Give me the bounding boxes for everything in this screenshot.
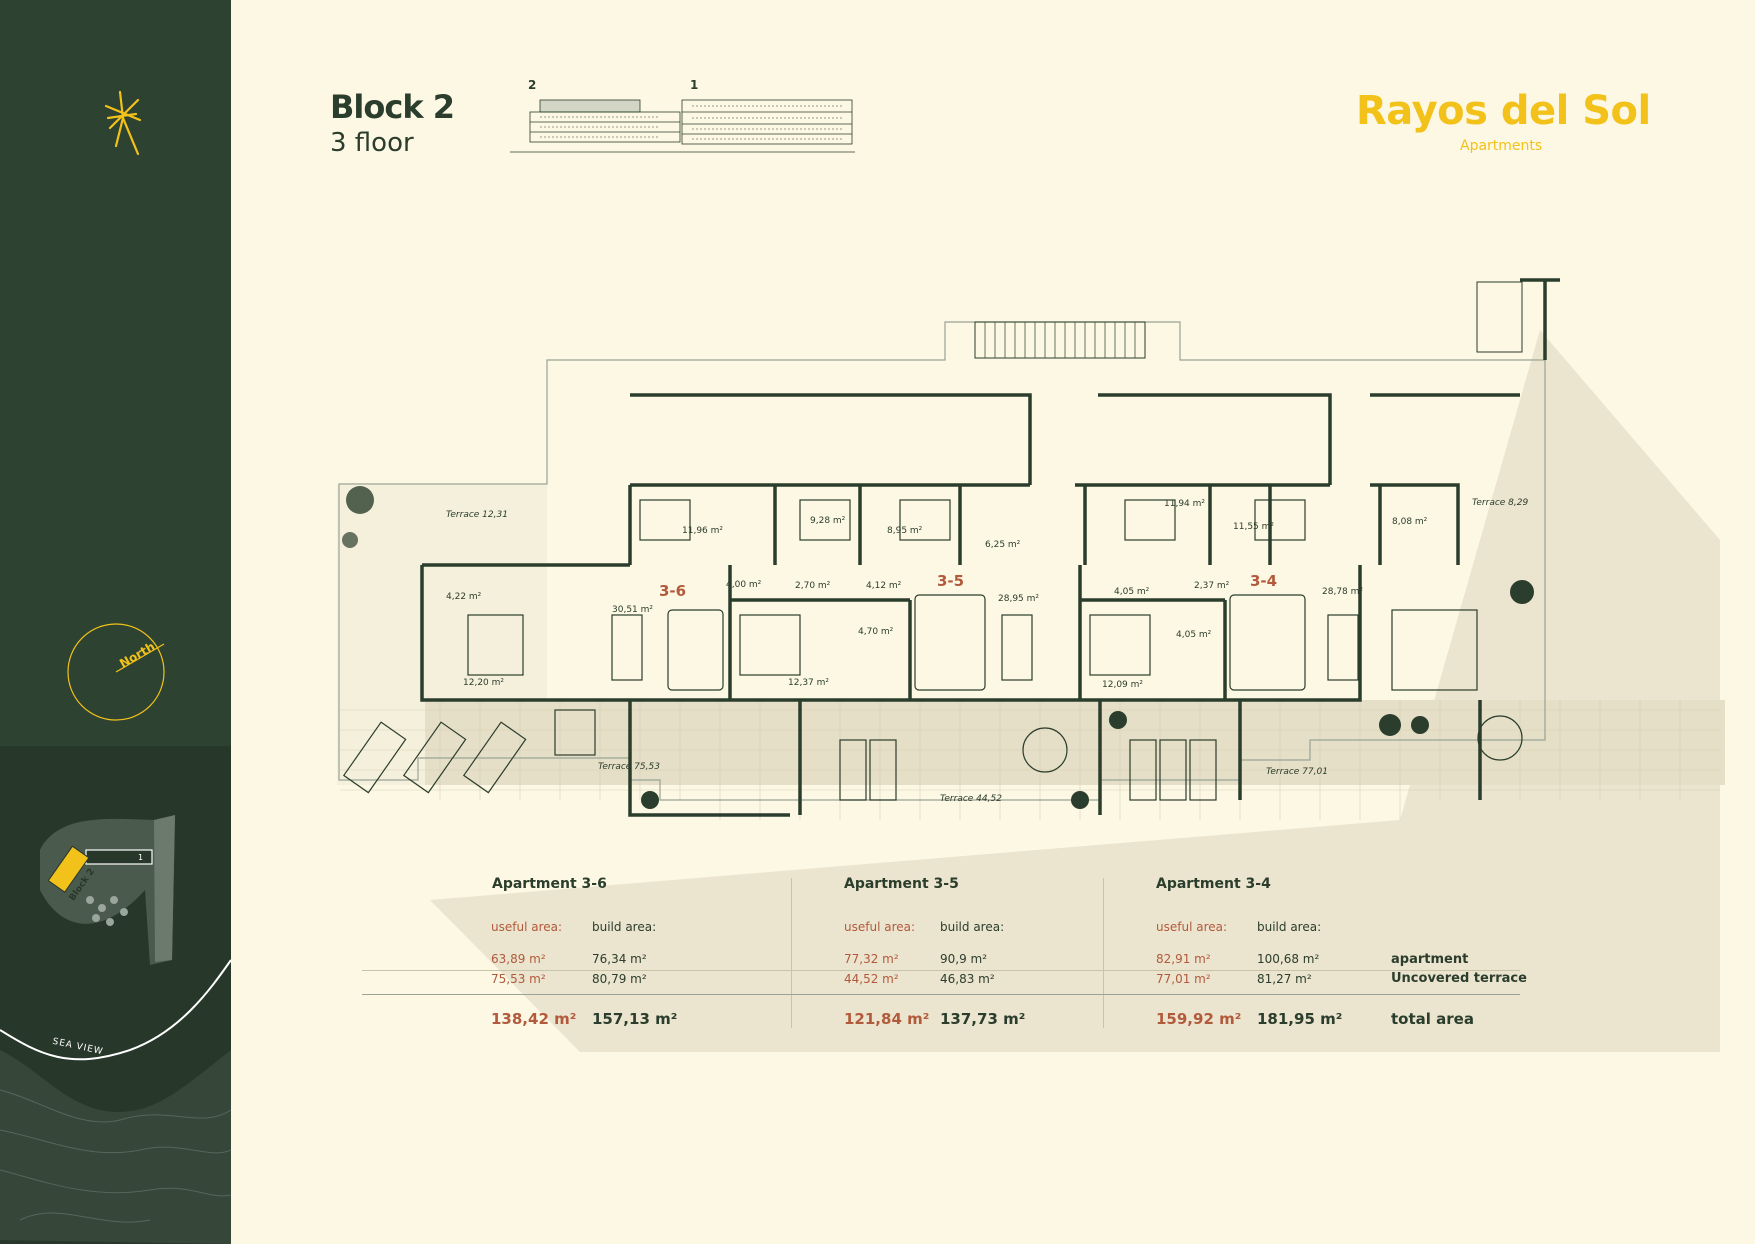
room-area: 28,95 m² <box>998 594 1040 604</box>
room-area: 2,37 m² <box>1194 581 1230 591</box>
useful-area-label: useful area: <box>491 920 563 934</box>
apartment-tag-3-6: 3-6 <box>659 582 687 600</box>
row-label-total-area: total area <box>1391 1010 1474 1028</box>
row-label-apartment: apartment <box>1391 952 1469 967</box>
build-total: 181,95 m² <box>1257 1010 1343 1028</box>
useful-area-label: useful area: <box>844 920 916 934</box>
elevation-label-2: 2 <box>528 78 537 92</box>
room-area: 4,12 m² <box>866 581 902 591</box>
sidebar-top-panel <box>0 0 231 746</box>
useful-terrace: 75,53 m² <box>491 972 546 986</box>
terrace-label: Terrace 44,52 <box>940 794 1002 804</box>
build-apartment: 100,68 m² <box>1257 952 1320 966</box>
room-area: 4,00 m² <box>726 580 762 590</box>
apartment-tag-3-5: 3-5 <box>937 572 965 590</box>
build-area-label: build area: <box>940 920 1005 934</box>
useful-apartment: 63,89 m² <box>491 952 546 966</box>
useful-apartment: 77,32 m² <box>844 952 899 966</box>
column-divider <box>1103 878 1104 1028</box>
useful-apartment: 82,91 m² <box>1156 952 1211 966</box>
row-divider <box>362 994 1520 995</box>
room-area: 4,05 m² <box>1176 630 1212 640</box>
build-total: 137,73 m² <box>940 1010 1026 1028</box>
room-area: 12,20 m² <box>463 678 505 688</box>
elevation-label-1: 1 <box>690 78 699 92</box>
site-map <box>0 815 231 1244</box>
build-area-label: build area: <box>1257 920 1322 934</box>
room-area: 11,55 m² <box>1233 522 1275 532</box>
terrace-label: Terrace 77,01 <box>1266 767 1328 777</box>
room-area: 28,78 m² <box>1322 587 1364 597</box>
room-area: 4,05 m² <box>1114 587 1150 597</box>
apartment-3-4-title: Apartment 3-4 <box>1156 876 1271 892</box>
build-apartment: 76,34 m² <box>592 952 647 966</box>
elevation-drawing <box>510 99 855 153</box>
room-area: 11,96 m² <box>682 526 724 536</box>
row-divider <box>362 970 1520 971</box>
room-area: 4,70 m² <box>858 627 894 637</box>
apartment-3-5-title: Apartment 3-5 <box>844 876 959 892</box>
useful-terrace: 44,52 m² <box>844 972 899 986</box>
room-area: 8,08 m² <box>1392 517 1428 527</box>
block-title: Block 2 <box>330 88 455 126</box>
build-terrace: 81,27 m² <box>1257 972 1312 986</box>
room-area: 9,28 m² <box>810 516 846 526</box>
useful-total: 121,84 m² <box>844 1010 930 1028</box>
room-area: 6,25 m² <box>985 540 1021 550</box>
sidebar: North Block 2 1 SEA VIEW <box>0 0 231 1244</box>
useful-total: 159,92 m² <box>1156 1010 1242 1028</box>
build-area-label: build area: <box>592 920 657 934</box>
apartment-3-6-title: Apartment 3-6 <box>492 876 607 892</box>
room-area: 12,09 m² <box>1102 680 1144 690</box>
build-terrace: 80,79 m² <box>592 972 647 986</box>
build-terrace: 46,83 m² <box>940 972 995 986</box>
column-divider <box>791 878 792 1028</box>
terrace-label: Terrace 8,29 <box>1472 498 1529 508</box>
floor-title: 3 floor <box>330 128 414 158</box>
useful-total: 138,42 m² <box>491 1010 577 1028</box>
apartment-tag-3-4: 3-4 <box>1250 572 1278 590</box>
sun-logo-icon <box>104 90 142 156</box>
terrace-label: Terrace 75,53 <box>598 762 660 772</box>
room-area: 4,22 m² <box>446 592 482 602</box>
useful-terrace: 77,01 m² <box>1156 972 1211 986</box>
build-total: 157,13 m² <box>592 1010 678 1028</box>
brand-name: Rayos del Sol <box>1356 88 1651 134</box>
useful-area-label: useful area: <box>1156 920 1228 934</box>
room-area: 30,51 m² <box>612 605 654 615</box>
build-apartment: 90,9 m² <box>940 952 988 966</box>
brand-subtitle: Apartments <box>1460 138 1543 154</box>
compass-icon <box>67 623 165 721</box>
terrace-label: Terrace 12,31 <box>446 510 508 520</box>
room-area: 12,37 m² <box>788 678 830 688</box>
row-label-uncovered-terrace: Uncovered terrace <box>1391 971 1527 986</box>
room-area: 2,70 m² <box>795 581 831 591</box>
room-area: 11,94 m² <box>1164 499 1206 509</box>
room-area: 8,95 m² <box>887 526 923 536</box>
site-block-number: 1 <box>138 853 144 862</box>
